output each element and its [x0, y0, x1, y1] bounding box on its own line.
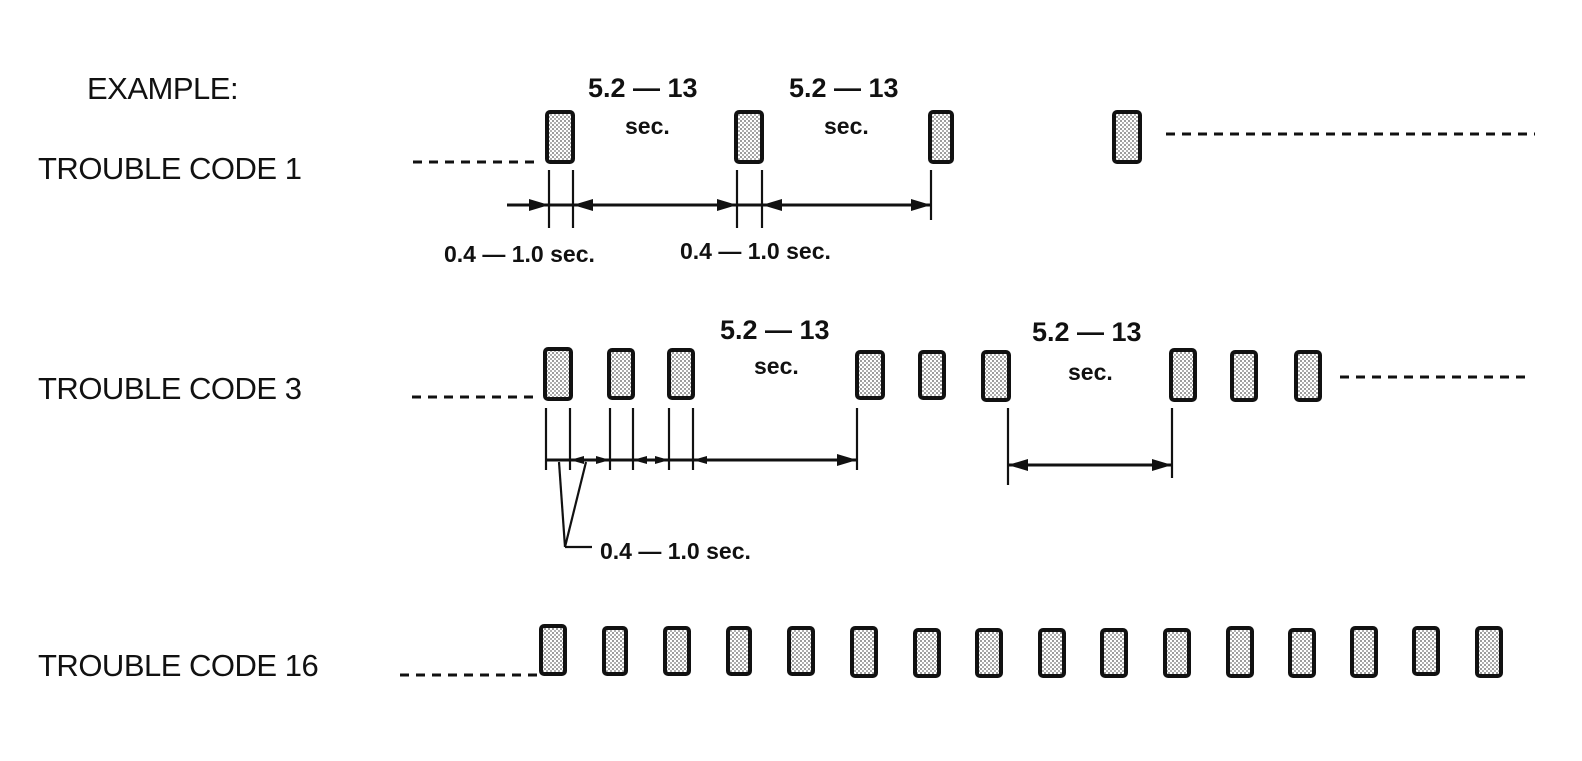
row-code-3: 5.2 — 13 sec. 5.2 — 13 sec. 0.4 — 1.0 se…: [412, 315, 1530, 564]
long-interval-label: 5.2 — 13: [588, 73, 698, 103]
row-code-1: 5.2 — 13 sec. 5.2 — 13 sec. 0.4 — 1.0 se…: [413, 73, 1535, 267]
long-interval-label: 5.2 — 13: [789, 73, 899, 103]
sec-label: sec.: [625, 113, 670, 139]
trouble-code-3-label: TROUBLE CODE 3: [38, 371, 302, 406]
pulse: [1169, 348, 1197, 402]
pulse: [1288, 628, 1316, 678]
pulse: [928, 110, 954, 164]
pulse: [543, 347, 573, 401]
pulse: [607, 348, 635, 400]
long-interval-label: 5.2 — 13: [1032, 317, 1142, 347]
trouble-code-1-label: TROUBLE CODE 1: [38, 151, 302, 186]
pulse: [726, 626, 752, 676]
pulse: [539, 624, 567, 676]
short-interval-label: 0.4 — 1.0 sec.: [444, 241, 595, 267]
short-interval-label: 0.4 — 1.0 sec.: [680, 238, 831, 264]
pulse: [787, 626, 815, 676]
pulse: [1100, 628, 1128, 678]
pulse: [1475, 626, 1503, 678]
short-interval-label: 0.4 — 1.0 sec.: [600, 538, 751, 564]
pulse: [1294, 350, 1322, 402]
trouble-code-16-label: TROUBLE CODE 16: [38, 648, 319, 683]
pulse: [663, 626, 691, 676]
pulse: [602, 626, 628, 676]
pulse: [1226, 626, 1254, 678]
extension-lines: [547, 170, 933, 228]
pulse: [913, 628, 941, 678]
extension-lines: [544, 408, 1174, 485]
pulse: [1112, 110, 1142, 164]
dimension-line: [507, 199, 931, 211]
row-code-16: [400, 624, 1503, 678]
example-label: EXAMPLE:: [87, 71, 239, 106]
dimension-line: [1008, 459, 1172, 471]
pulse: [734, 110, 764, 164]
sec-label: sec.: [754, 353, 799, 379]
pulse: [981, 350, 1011, 402]
pulse: [667, 348, 695, 400]
sec-label: sec.: [1068, 359, 1113, 385]
pulse: [1230, 350, 1258, 402]
sec-label: sec.: [824, 113, 869, 139]
pulse: [855, 350, 885, 400]
pulse: [850, 626, 878, 678]
dimension-line: [546, 454, 857, 466]
pulse: [545, 110, 575, 164]
pulse: [1038, 628, 1066, 678]
pulse: [975, 628, 1003, 678]
leader-lines: [557, 461, 592, 549]
pulse: [918, 350, 946, 400]
pulse: [1163, 628, 1191, 678]
long-interval-label: 5.2 — 13: [720, 315, 830, 345]
pulse: [1412, 626, 1440, 676]
pulse: [1350, 626, 1378, 678]
